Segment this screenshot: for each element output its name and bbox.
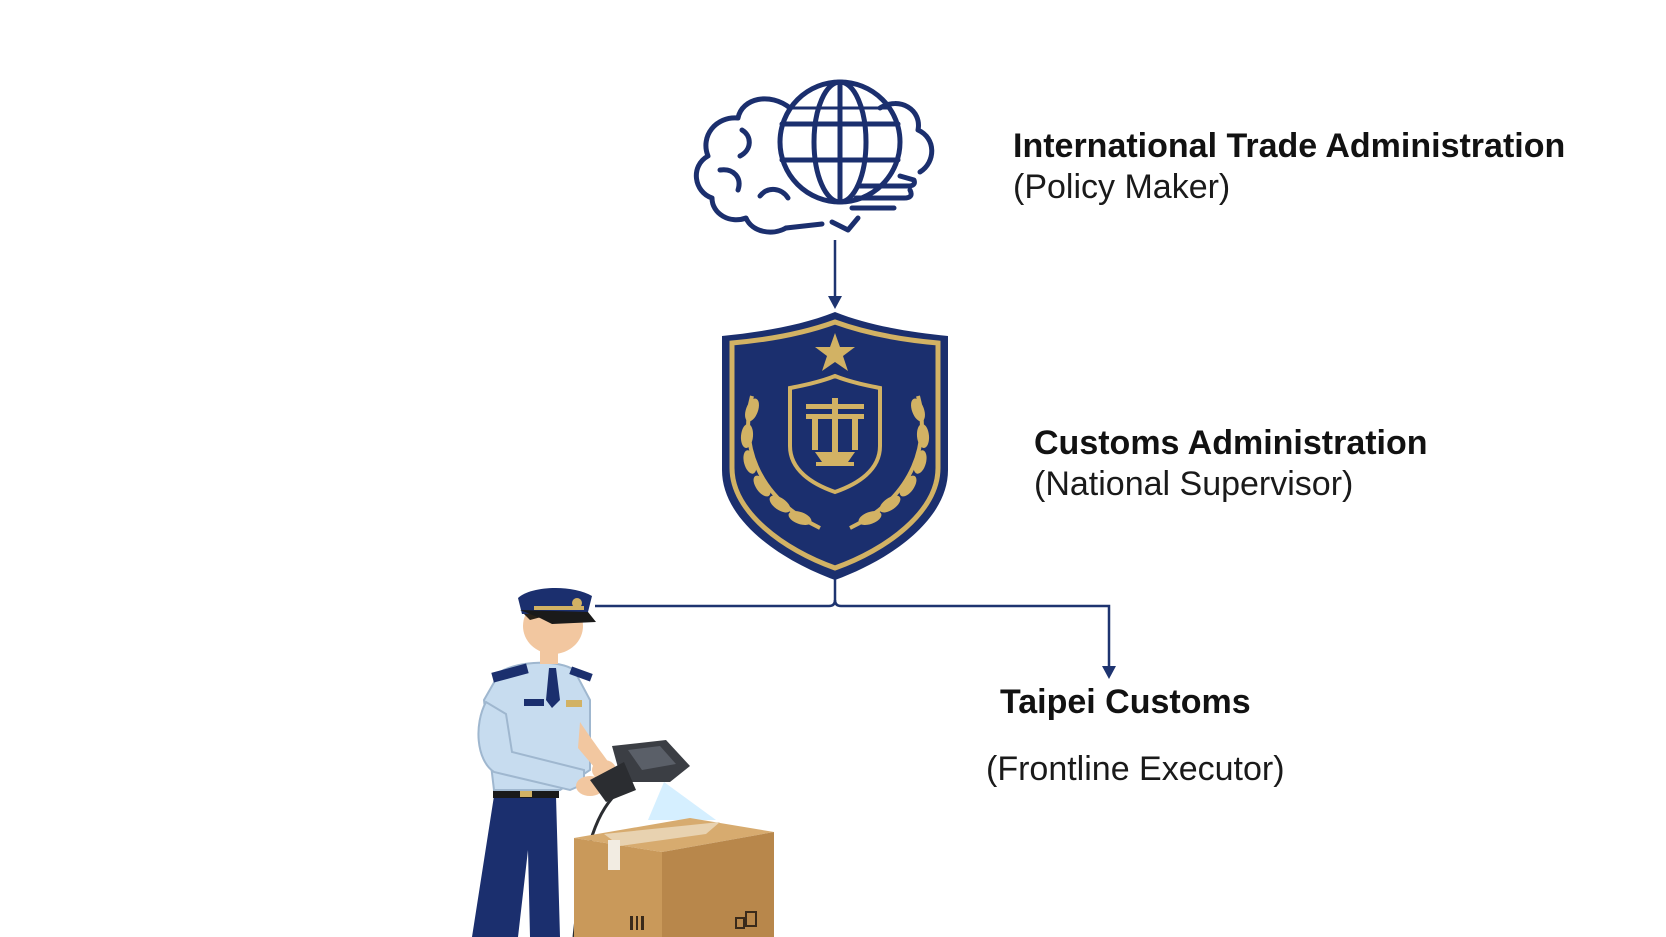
laurel-icon [740,395,930,530]
star-icon [815,333,855,371]
node-title: Customs Administration [1034,424,1428,462]
node-international-trade-administration: International Trade Administration (Poli… [1013,126,1565,208]
customs-officer-illustration [472,587,774,937]
node-subtitle: (Frontline Executor) [986,750,1285,788]
node-subtitle: (National Supervisor) [1034,464,1354,503]
node-title: International Trade Administration [1013,127,1566,165]
node-customs-administration: Customs Administration (National Supervi… [1034,423,1428,505]
connector-ita-to-ca [828,240,842,309]
node-taipei-customs: Taipei Customs [1000,682,1251,723]
brain-globe-icon [693,79,935,235]
shield-crest-icon [722,312,948,580]
barcode-scanner-icon [572,740,716,937]
node-subtitle: (Policy Maker) [1013,167,1231,206]
package-box-icon [574,818,774,937]
connector-arrowhead [1102,666,1116,679]
node-title: Taipei Customs [1000,683,1251,721]
node-taipei-customs-subtitle: (Frontline Executor) [986,749,1285,790]
scales-icon [806,398,864,466]
connector-ca-to-tc [595,570,1111,670]
